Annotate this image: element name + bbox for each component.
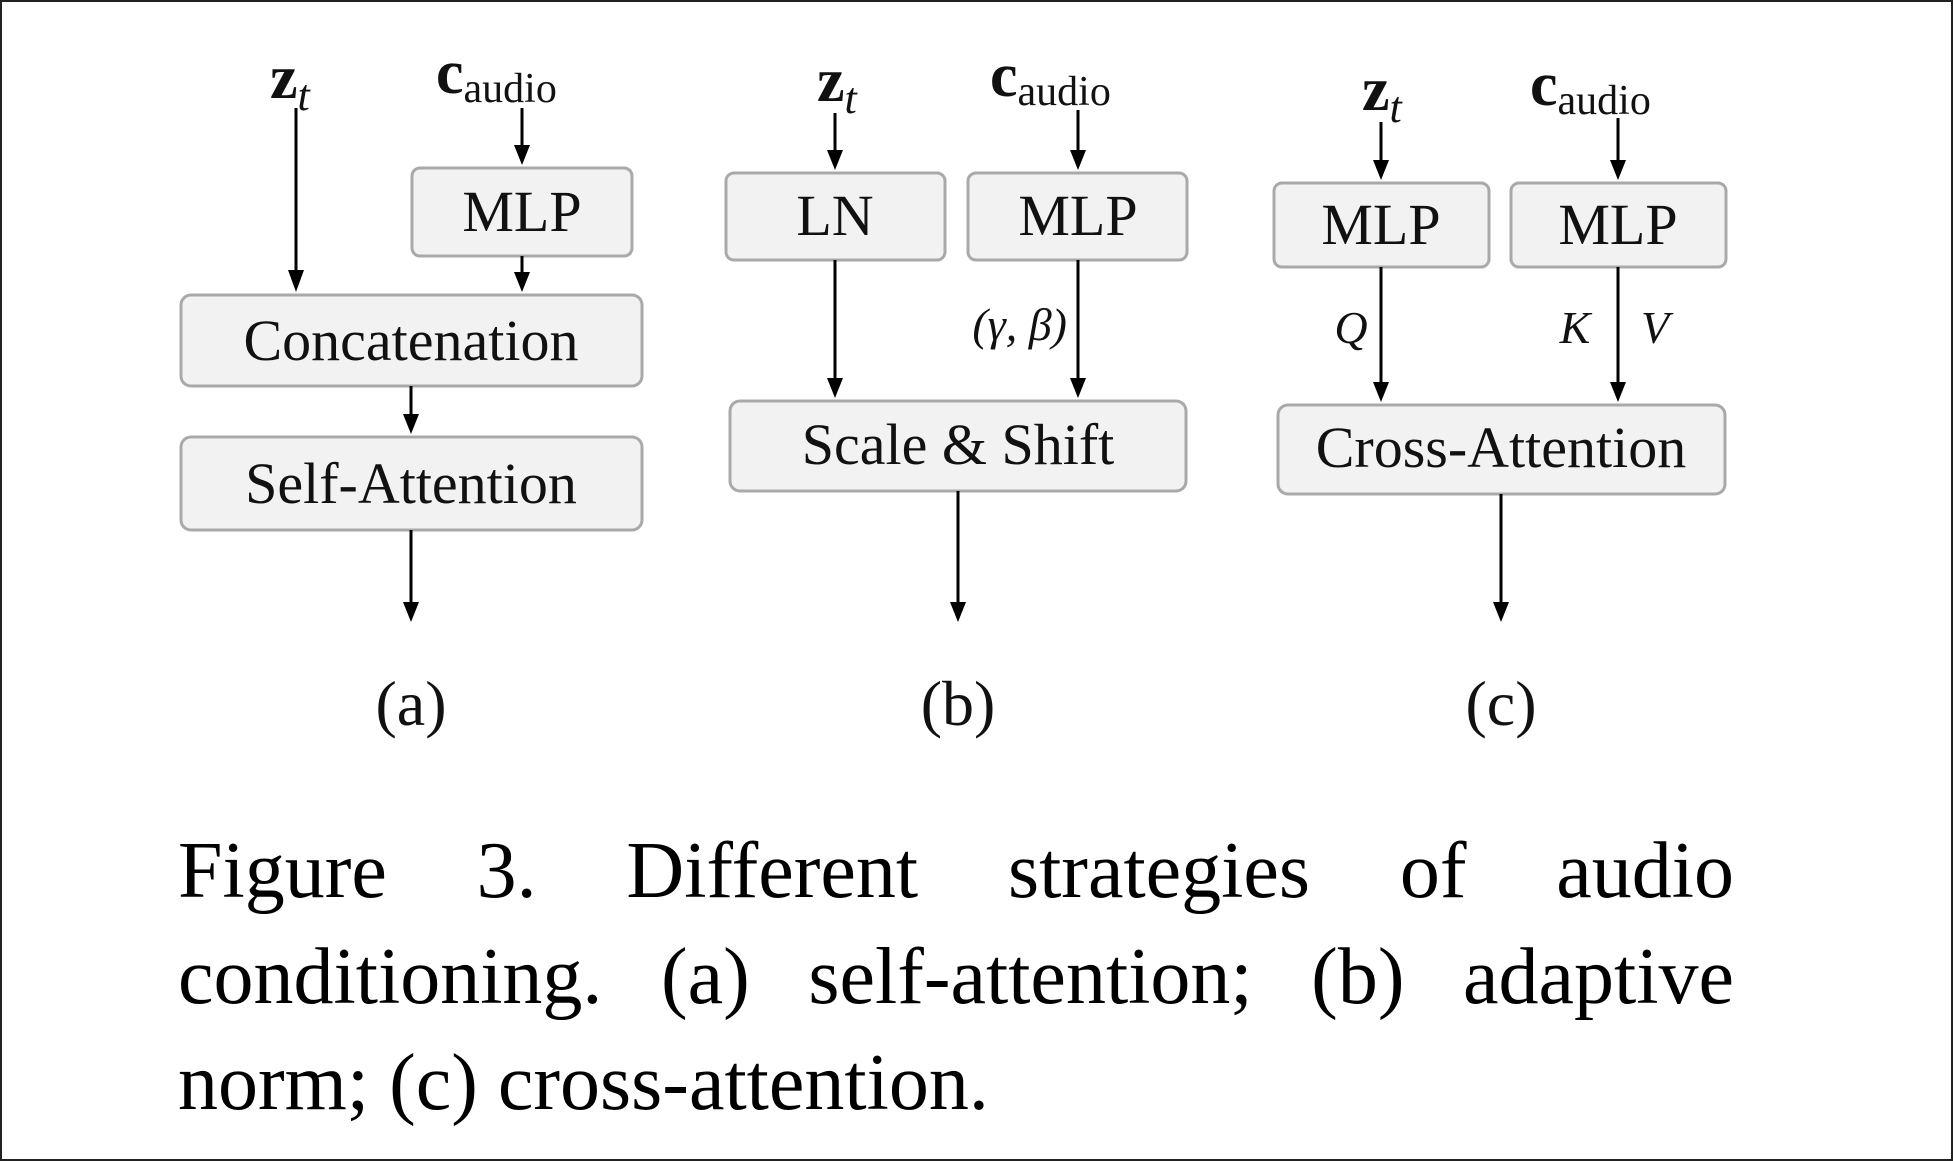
- panel-c-label: (c): [1465, 668, 1536, 739]
- panel-a: zt caudio MLP Concatenation Self-Attenti…: [179, 39, 644, 739]
- panel-b-scale-shift-label: Scale & Shift: [802, 412, 1115, 477]
- panel-a-caudio-input: caudio: [436, 39, 557, 112]
- panel-a-arrows: [288, 108, 530, 622]
- panel-a-concatenation-label: Concatenation: [243, 308, 578, 373]
- panel-c-mlp-right-label: MLP: [1558, 192, 1677, 257]
- panel-c-cross-attention-box: Cross-Attention: [1276, 403, 1727, 496]
- panel-b-mlp-label: MLP: [1018, 183, 1137, 248]
- panel-c-zt-input: zt: [1362, 56, 1404, 132]
- panel-c-mlp-left-box: MLP: [1272, 181, 1491, 269]
- panel-c-cross-attention-label: Cross-Attention: [1316, 415, 1687, 480]
- panel-b-mlp-box: MLP: [966, 171, 1189, 262]
- panel-c-v-label: V: [1641, 302, 1674, 353]
- panel-c: zt caudio MLP MLP Cross-Attention Q K V …: [1272, 51, 1728, 739]
- panel-a-zt-input: zt: [270, 44, 312, 120]
- panel-b-caudio-input: caudio: [990, 42, 1111, 115]
- panel-b-ln-label: LN: [796, 183, 873, 248]
- panel-c-mlp-right-box: MLP: [1509, 181, 1728, 269]
- panel-a-self-attention-label: Self-Attention: [245, 451, 577, 516]
- panel-b-scale-shift-box: Scale & Shift: [728, 399, 1188, 493]
- panel-c-mlp-left-label: MLP: [1321, 192, 1440, 257]
- panel-c-q-label: Q: [1334, 302, 1367, 353]
- panel-a-label: (a): [375, 668, 446, 739]
- panel-b-zt-input: zt: [817, 47, 859, 123]
- panel-b-label: (b): [921, 668, 996, 739]
- panel-c-caudio-input: caudio: [1530, 51, 1651, 124]
- panel-a-mlp-label: MLP: [462, 179, 581, 244]
- panel-c-k-label: K: [1559, 302, 1593, 353]
- panel-a-self-attention-box: Self-Attention: [179, 435, 644, 532]
- panel-b: zt caudio LN MLP Scale & Shift (γ, β) (b…: [724, 42, 1189, 739]
- figure-caption: Figure 3. Different strategies of audio …: [178, 827, 1734, 1127]
- panel-b-gamma-beta-label: (γ, β): [972, 299, 1067, 350]
- panel-c-arrows: [1373, 118, 1626, 622]
- panel-a-mlp-box: MLP: [410, 166, 634, 258]
- panel-b-ln-box: LN: [724, 171, 947, 262]
- panel-a-concatenation-box: Concatenation: [179, 293, 644, 388]
- audio-conditioning-diagram: zt caudio MLP Concatenation Self-Attenti…: [179, 39, 1728, 739]
- panel-b-arrows: [827, 110, 1086, 622]
